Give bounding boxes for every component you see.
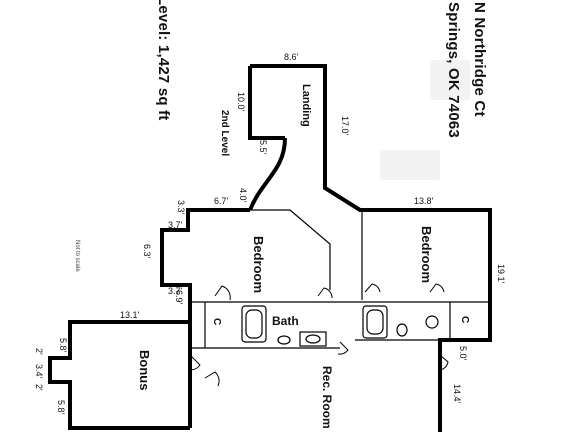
tub-left xyxy=(241,305,267,343)
scale-note: Not to scale xyxy=(74,240,80,272)
dim-bed-right-top: 13.8' xyxy=(414,196,434,206)
tub-left-inner xyxy=(245,309,263,339)
dim-rec-side: 14.4' xyxy=(452,384,462,404)
background-smudge xyxy=(380,150,440,180)
door-swing-2 xyxy=(189,354,201,371)
room-bath: Bath xyxy=(272,314,299,328)
dim-bed-right-bottom: 5.0' xyxy=(458,346,468,361)
left-bedroom-interior xyxy=(250,209,331,290)
door-swing-1 xyxy=(214,285,231,301)
address-line: N Northridge Ct xyxy=(471,2,488,117)
dim-bonus-top: 13.1' xyxy=(120,310,140,320)
level-label: 2nd Level xyxy=(219,110,230,157)
door-swing-4 xyxy=(317,287,333,299)
dim-bonus-b: 2' xyxy=(34,348,44,355)
landing-walls xyxy=(250,64,492,432)
dim-bed-left-a: 3.3' xyxy=(176,200,186,215)
closet-left: C xyxy=(211,318,222,326)
dim-bed-right-side: 19.1' xyxy=(496,264,506,284)
dim-hall-width: 6.7' xyxy=(214,196,229,206)
room-bonus: Bonus xyxy=(137,350,152,391)
bonus-walls xyxy=(48,320,190,430)
closet-right: C xyxy=(459,316,470,324)
room-bedroom-right: Bedroom xyxy=(419,226,434,284)
door-swing-8 xyxy=(439,354,449,371)
dim-stair-bottom: 4.0' xyxy=(238,188,248,203)
dim-bed-left-b: 3.7' xyxy=(168,220,183,230)
tub-right xyxy=(362,305,388,339)
stair-curve xyxy=(248,137,287,211)
dim-stair-curve: 5.5' xyxy=(258,140,268,155)
dim-landing-top: 8.6' xyxy=(284,52,299,62)
city-line: Springs, OK 74063 xyxy=(445,2,462,138)
tub-right-inner xyxy=(366,309,384,335)
door-swing-3 xyxy=(204,371,220,387)
landing-left-wall xyxy=(248,66,285,140)
sink-left xyxy=(299,331,327,347)
dim-bonus-c: 3.4' xyxy=(34,364,44,379)
dim-bed-left-d: 6.9' xyxy=(174,290,184,305)
door-swing-5 xyxy=(337,341,349,355)
dim-landing-right: 17.0' xyxy=(340,116,350,136)
door-swing-6 xyxy=(364,283,381,293)
dim-bed-left-side: 6.3' xyxy=(142,244,152,259)
door-swing-7 xyxy=(429,283,445,293)
sink-left-bowl xyxy=(305,334,321,344)
room-bedroom-left: Bedroom xyxy=(251,236,266,294)
dim-bonus-a: 5.8' xyxy=(58,338,68,353)
dim-bed-left-c: 3.7' xyxy=(168,286,183,296)
level-area: Level: 1,427 sq ft xyxy=(155,0,172,121)
left-bedroom-walls xyxy=(160,208,250,350)
toilet-left xyxy=(277,335,291,345)
room-landing: Landing xyxy=(300,84,312,127)
background-smudge xyxy=(430,60,470,100)
dim-landing-left: 10.0' xyxy=(236,92,246,112)
dim-bonus-d: 2' xyxy=(34,384,44,391)
toilet-right xyxy=(396,323,408,337)
dim-bonus-e: 5.8' xyxy=(56,400,66,415)
room-rec: Rec. Room xyxy=(320,366,334,429)
sink-right xyxy=(425,315,439,329)
